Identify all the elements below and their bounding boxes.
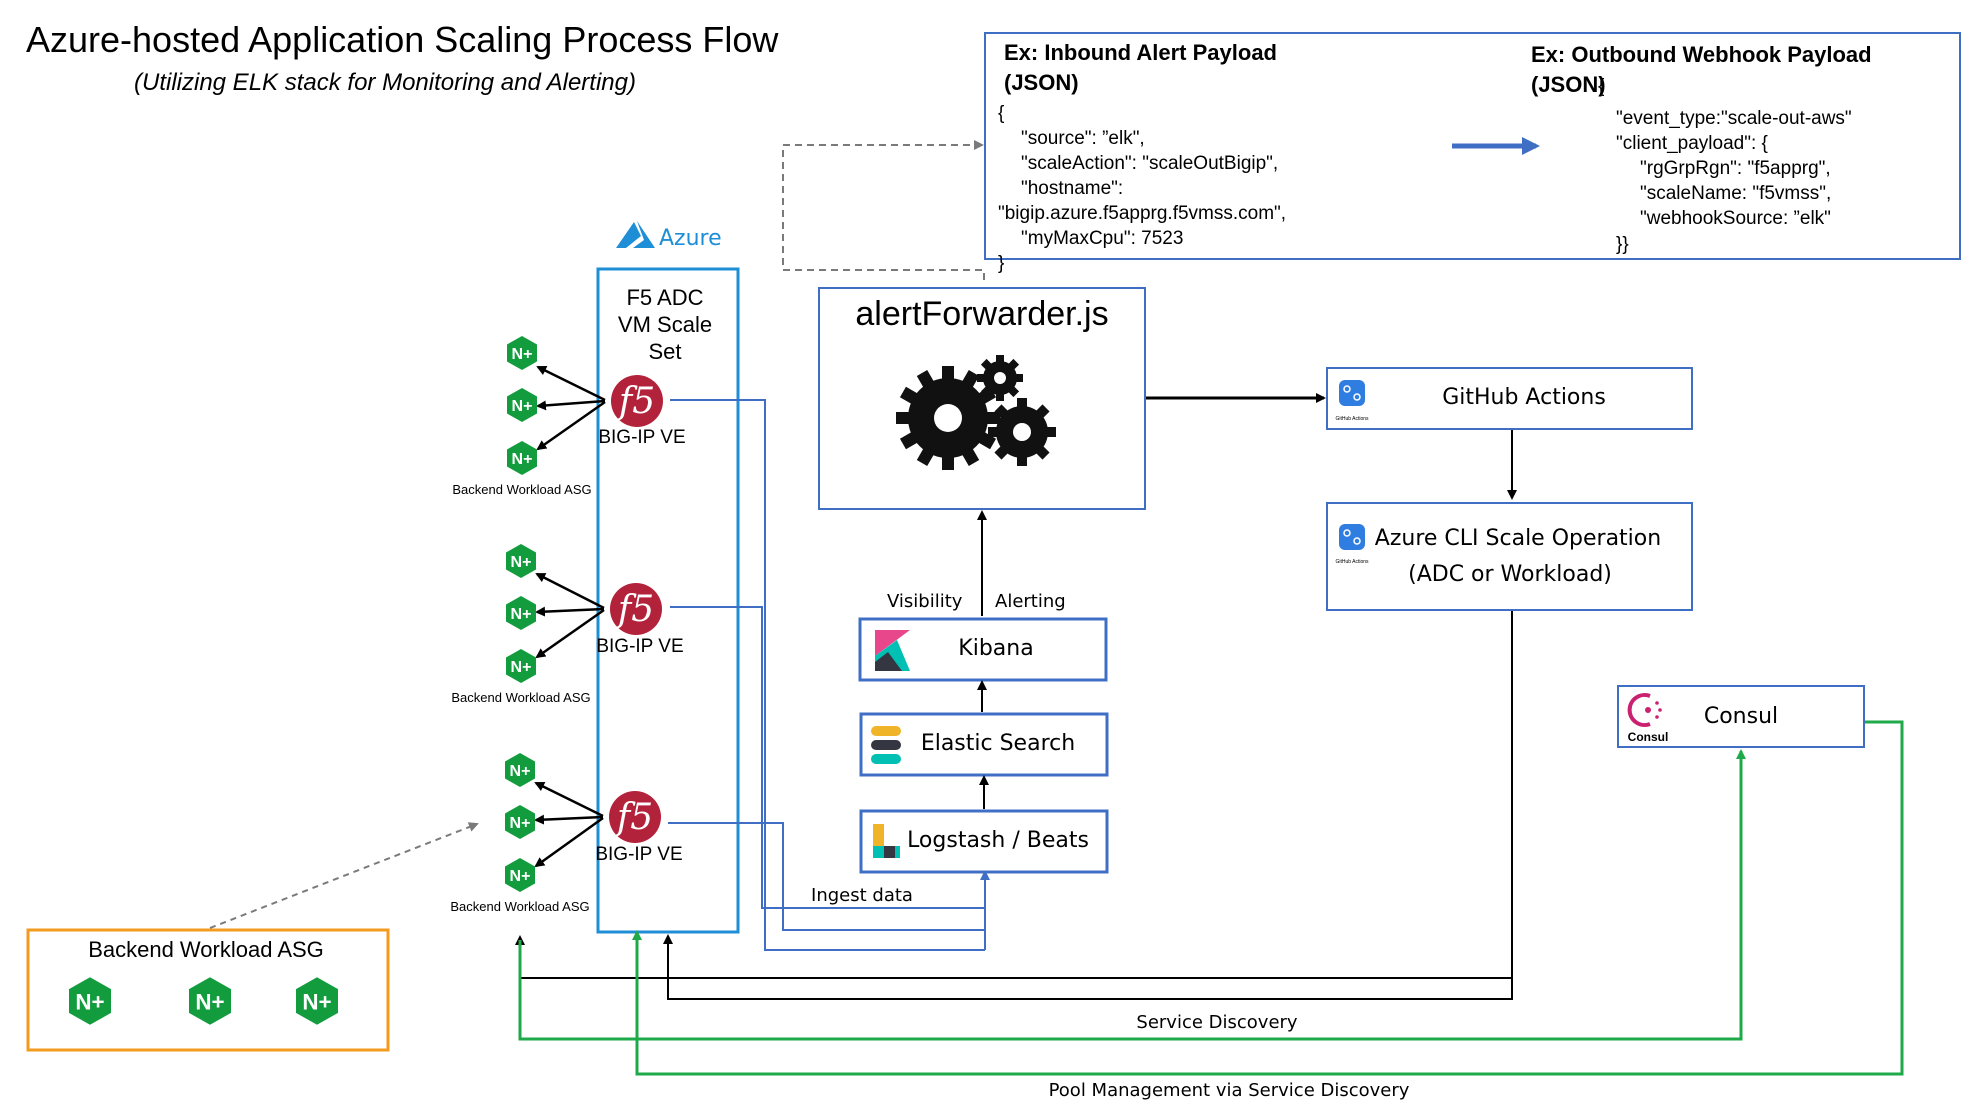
logstash-box xyxy=(859,809,1109,874)
elasticsearch-box xyxy=(859,712,1109,777)
f5-logo-text: f5 xyxy=(615,589,654,630)
f5-logo-icon xyxy=(609,791,661,843)
ingest-line-2 xyxy=(670,606,985,909)
azure-cli-label-line1: Azure CLI Scale Operation xyxy=(1375,526,1661,551)
f5-logo-icon xyxy=(610,583,662,635)
nginx-plus-icon xyxy=(505,753,535,787)
pool-management-label: Pool Management via Service Discovery xyxy=(1049,1080,1410,1101)
nginx-plus-icon xyxy=(505,858,535,892)
azure-logo-text: Azure xyxy=(659,226,722,251)
gears-icon xyxy=(876,345,1071,490)
alerting-label: Alerting xyxy=(995,591,1066,612)
consul-label: Consul xyxy=(1704,704,1778,729)
azure-cli-box xyxy=(1326,502,1693,611)
backend-asg-legend-title: Backend Workload ASG xyxy=(88,937,324,962)
consul-box xyxy=(1617,685,1865,748)
outbound-line: { xyxy=(1598,76,1605,97)
inbound-line: } xyxy=(998,253,1004,274)
f5-logo-text: f5 xyxy=(614,797,653,838)
workload-asg-label: Backend Workload ASG xyxy=(450,899,589,914)
outbound-line: "webhookSource: ”elk" xyxy=(1640,208,1831,229)
github-actions-box xyxy=(1326,367,1693,430)
service-discovery-label: Service Discovery xyxy=(1136,1012,1298,1033)
workload-group-1: Backend Workload ASG N+ xyxy=(452,336,606,497)
pool-management-line xyxy=(632,720,1904,1076)
consul-icon xyxy=(1627,693,1662,727)
outbound-line: "rgGrpRgn": "f5apprg", xyxy=(1640,158,1831,179)
alert-forwarder-title: alertForwarder.js xyxy=(855,295,1108,333)
vmss-title-line3: Set xyxy=(648,339,681,364)
outbound-payload-title-json: (JSON) xyxy=(1531,72,1606,97)
bigip-ve-label: BIG-IP VE xyxy=(598,427,685,448)
inbound-line: "source": ”elk", xyxy=(1021,128,1145,149)
inbound-payload-title-json: (JSON) xyxy=(1004,70,1079,95)
inbound-line: "hostname": xyxy=(1021,178,1123,199)
elasticsearch-label: Elastic Search xyxy=(921,731,1075,756)
kibana-icon xyxy=(875,630,910,671)
azure-cli-icon-caption: GitHub Actions xyxy=(1335,559,1369,565)
azure-icon xyxy=(616,221,655,248)
logstash-icon xyxy=(873,824,900,858)
f5-vmss-box xyxy=(596,267,740,934)
workload-asg-label: Backend Workload ASG xyxy=(452,482,591,497)
inbound-payload-title: Ex: Inbound Alert Payload xyxy=(1004,40,1277,65)
nginx-plus-icon xyxy=(506,544,536,578)
f5-logo-icon xyxy=(611,375,663,427)
consul-logo-caption: Consul xyxy=(1628,730,1669,744)
nginx-plus-icon xyxy=(507,441,537,475)
page-subtitle: (Utilizing ELK stack for Monitoring and … xyxy=(134,69,636,96)
inbound-line: "myMaxCpu": 7523 xyxy=(1021,228,1183,249)
nginx-plus-icon xyxy=(506,596,536,630)
github-actions-icon-caption: GitHub Actions xyxy=(1335,416,1369,422)
bigip-ve-label: BIG-IP VE xyxy=(596,636,683,657)
vmss-title-line1: F5 ADC xyxy=(626,285,703,310)
inbound-line: { xyxy=(998,103,1005,124)
ingest-line-1 xyxy=(670,399,985,951)
nginx-plus-icon xyxy=(507,336,537,370)
payload-dashed-link xyxy=(782,140,985,280)
inbound-line: "bigip.azure.f5apprg.f5vmss.com", xyxy=(998,203,1286,224)
service-discovery-line xyxy=(518,749,1746,1041)
workload-asg-label: Backend Workload ASG xyxy=(451,690,590,705)
legend-dashed-link xyxy=(209,822,479,929)
bigip-group-2: f5 BIG-IP VE xyxy=(596,583,684,657)
nginx-plus-icon xyxy=(506,649,536,683)
azure-logo: Azure xyxy=(616,221,722,251)
f5-logo-text: f5 xyxy=(616,381,655,422)
outbound-payload-title: Ex: Outbound Webhook Payload xyxy=(1531,42,1872,67)
ingest-line-3 xyxy=(668,822,985,931)
outbound-line: "client_payload": { xyxy=(1616,133,1769,154)
logstash-label: Logstash / Beats xyxy=(907,828,1089,853)
workload-group-3: Backend Workload ASG xyxy=(450,753,604,914)
page-title: Azure-hosted Application Scaling Process… xyxy=(26,19,779,60)
outbound-line: }} xyxy=(1616,234,1629,255)
bigip-ve-label: BIG-IP VE xyxy=(595,844,682,865)
nginx-plus-icon xyxy=(507,388,537,422)
vmss-title-line2: VM Scale xyxy=(618,312,712,337)
outbound-line: "event_type:"scale-out-aws" xyxy=(1616,108,1852,129)
outbound-line: "scaleName: "f5vmss", xyxy=(1640,183,1831,204)
bigip-group-3: f5 BIG-IP VE xyxy=(595,791,683,865)
kibana-label: Kibana xyxy=(958,636,1033,661)
visibility-label: Visibility xyxy=(887,591,963,612)
workload-group-2: Backend Workload ASG xyxy=(451,544,605,705)
nginx-plus-icon xyxy=(505,805,535,839)
github-actions-label: GitHub Actions xyxy=(1442,385,1606,410)
ingest-data-label: Ingest data xyxy=(811,885,913,906)
inbound-line: "scaleAction": "scaleOutBigip", xyxy=(1021,153,1278,174)
azure-cli-label-line2: (ADC or Workload) xyxy=(1408,562,1612,587)
elasticsearch-icon xyxy=(871,726,901,764)
github-actions-icon xyxy=(1339,524,1365,550)
scale-line-to-vmss xyxy=(663,934,1513,1000)
github-actions-icon xyxy=(1339,380,1365,406)
bigip-group-1: f5 BIG-IP VE xyxy=(598,375,686,448)
